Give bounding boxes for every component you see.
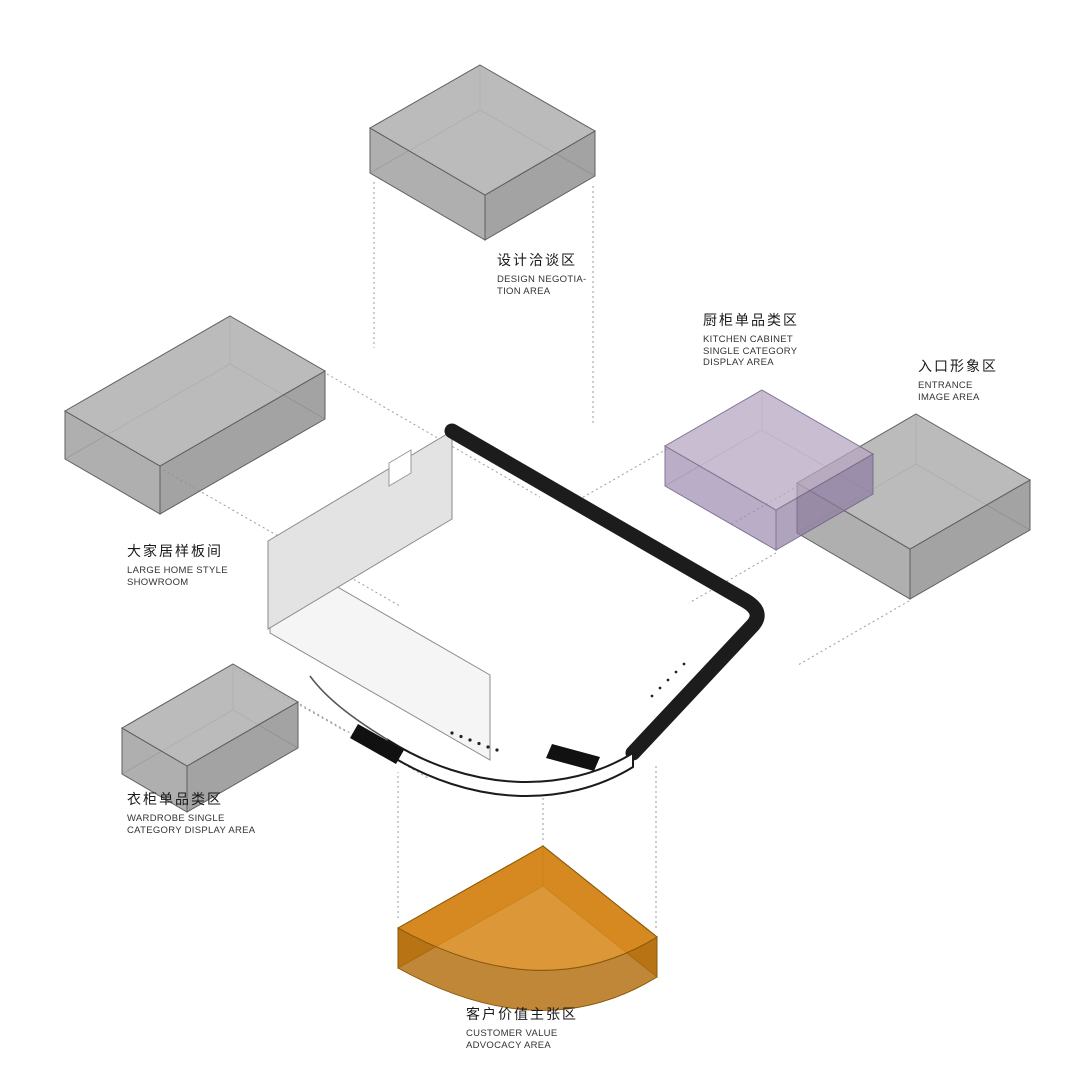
zone-label-en: ENTRANCE IMAGE AREA — [918, 380, 980, 403]
box-face-top — [369, 64, 596, 196]
box-face-top — [663, 389, 875, 511]
zone-label-large-home-showroom: 大家居样板间 LARGE HOME STYLE SHOWROOM — [127, 541, 228, 588]
zone-label-en: KITCHEN CABINET SINGLE CATEGORY DISPLAY … — [703, 334, 798, 368]
zone-label-zh: 厨柜单品类区 — [703, 312, 799, 328]
zone-label-wardrobe: 衣柜单品类区 WARDROBE SINGLE CATEGORY DISPLAY … — [127, 789, 255, 836]
zone-label-entrance-image: 入口形象区 ENTRANCE IMAGE AREA — [918, 356, 998, 403]
zone-label-customer-value: 客户价值主张区 CUSTOMER VALUE ADVOCACY AREA — [466, 1004, 578, 1051]
plan-front-edge-left — [309, 675, 389, 741]
floor-plan — [267, 423, 765, 797]
plan-wall-upper-left — [267, 430, 453, 630]
plan-display-stand — [546, 744, 600, 771]
zone-label-zh: 入口形象区 — [918, 358, 998, 374]
leader-line — [688, 552, 777, 604]
box-face-top — [64, 315, 326, 467]
leader-line — [797, 600, 910, 666]
plan-wall-black — [444, 423, 765, 761]
zone-box-wardrobe — [121, 663, 299, 813]
zone-label-en: CUSTOMER VALUE ADVOCACY AREA — [466, 1028, 558, 1051]
plan-dots-counter — [450, 731, 499, 752]
zone-label-zh: 客户价值主张区 — [466, 1006, 578, 1022]
leader-line — [326, 373, 541, 498]
zone-label-zh: 设计洽谈区 — [497, 252, 577, 268]
wedge-face-top — [396, 845, 658, 971]
zone-label-kitchen-cabinet: 厨柜单品类区 KITCHEN CABINET SINGLE CATEGORY D… — [703, 310, 799, 369]
zone-label-en: LARGE HOME STYLE SHOWROOM — [127, 565, 228, 588]
plan-display-stand — [350, 724, 404, 764]
zone-box-large-home-showroom — [64, 315, 326, 515]
leader-line — [579, 448, 668, 500]
zone-label-design-negotiation: 设计洽谈区 DESIGN NEGOTIA- TION AREA — [497, 250, 586, 297]
zone-label-en: WARDROBE SINGLE CATEGORY DISPLAY AREA — [127, 813, 256, 836]
plan-front-counter — [387, 738, 634, 797]
zone-label-zh: 大家居样板间 — [127, 543, 223, 559]
zone-label-en: DESIGN NEGOTIA- TION AREA — [497, 274, 587, 297]
zone-box-design-negotiation — [369, 64, 596, 241]
plan-dots-wall — [650, 662, 686, 698]
plan-wall-opening — [388, 449, 412, 487]
zone-box-customer-value — [396, 844, 658, 1011]
zone-box-kitchen-cabinet — [663, 389, 875, 551]
box-face-top — [121, 663, 299, 767]
zone-label-zh: 衣柜单品类区 — [127, 791, 223, 807]
